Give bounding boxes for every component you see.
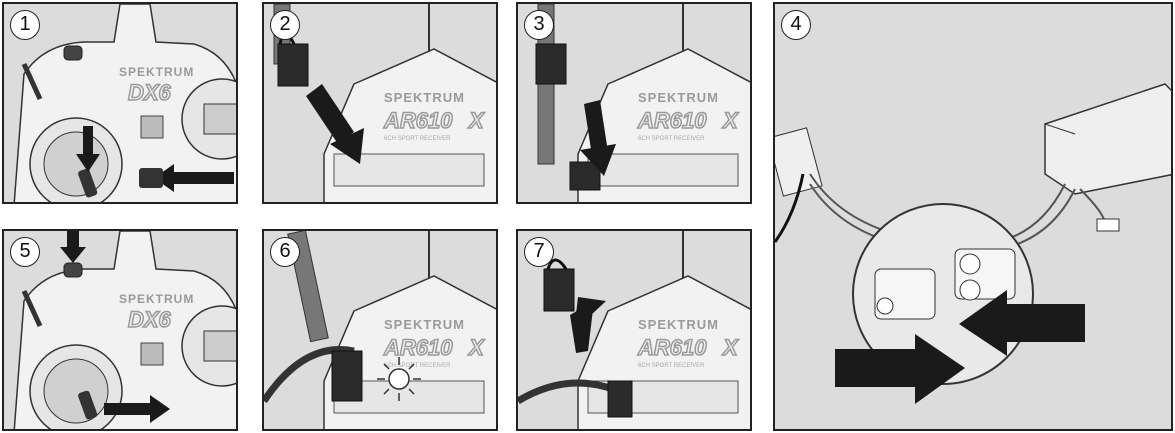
receiver-illustration: SPEKTRUM AR610 X 6CH SPORT RECEIVER [273,4,496,202]
step-2-panel: 2 SPEKTRUM AR610 X 6CH SPORT RECEIVER [262,2,498,204]
receiver-illustration: SPEKTRUM AR610 X 6CH SPORT RECEIVER [535,4,750,202]
step-number-6: 6 [270,237,300,267]
receiver-model-suffix: X [467,335,485,360]
receiver-model: AR610 [637,335,707,360]
step-3-panel: 3 SPEKTRUM AR610 X 6CH SPORT RECEIVER [516,2,752,204]
receiver-brand: SPEKTRUM [638,90,719,105]
step-number-7: 7 [524,237,554,267]
receiver-model: AR610 [383,108,453,133]
receiver-subtitle: 6CH SPORT RECEIVER [638,136,705,142]
step-1-panel: 1 SPEKTRUM DX6 [2,2,238,204]
led-light-icon [377,357,421,401]
receiver-model: AR610 [637,108,707,133]
battery-connection-illustration [775,4,1171,429]
receiver-brand: SPEKTRUM [384,90,465,105]
left-arrow-icon [959,290,1085,356]
down-arrow-icon [60,231,86,263]
step-number-1: 1 [10,10,40,40]
receiver-model-suffix: X [721,335,739,360]
right-arrow-icon [835,334,965,404]
transmitter-brand: SPEKTRUM [119,65,194,79]
down-arrow-icon [76,126,100,172]
receiver-subtitle: 6CH SPORT RECEIVER [384,136,451,142]
receiver-model-suffix: X [721,108,739,133]
step-number-3: 3 [524,10,554,40]
receiver-illustration: SPEKTRUM AR610 X 6CH SPORT RECEIVER [518,231,750,429]
right-arrow-icon [104,395,170,423]
step-4-panel: 4 [773,2,1173,431]
step-number-4: 4 [781,10,811,40]
receiver-subtitle: 6CH SPORT RECEIVER [638,363,705,369]
up-arrow-icon [570,297,606,353]
receiver-brand: SPEKTRUM [638,317,719,332]
receiver-model-suffix: X [467,108,485,133]
step-number-2: 2 [270,10,300,40]
receiver-brand: SPEKTRUM [384,317,465,332]
diagonal-arrow-icon [306,84,364,164]
down-arrow-icon [580,100,616,176]
step-7-panel: 7 SPEKTRUM AR610 X 6CH SPORT RECEIVER [516,229,752,431]
transmitter-brand: SPEKTRUM [119,292,194,306]
step-number-5: 5 [10,237,40,267]
receiver-model: AR610 [383,335,453,360]
step-6-panel: 6 SPEKTRUM AR610 X 6CH SPORT RECEIVER [262,229,498,431]
receiver-subtitle: 6CH SPORT RECEIVER [384,363,451,369]
left-arrow-icon [154,164,234,192]
transmitter-model: DX6 [128,307,172,332]
transmitter-illustration: SPEKTRUM DX6 [13,231,236,429]
step-5-panel: 5 SPEKTRUM DX6 [2,229,238,431]
receiver-illustration: SPEKTRUM AR610 X 6CH SPORT RECEIVER [264,231,496,429]
transmitter-illustration: SPEKTRUM DX6 [13,4,236,202]
transmitter-model: DX6 [128,80,172,105]
